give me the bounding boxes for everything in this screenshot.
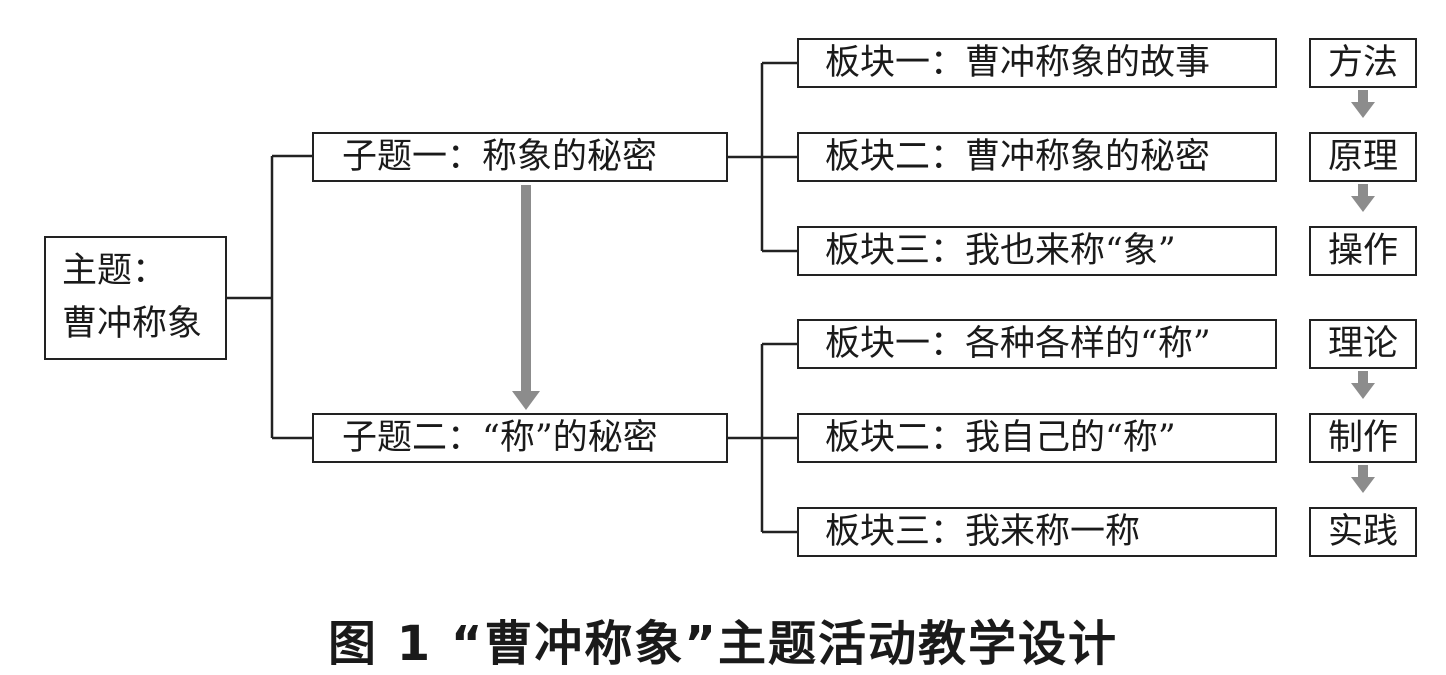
subtopic-2-module-1: 板块一：各种各样的“称” (797, 319, 1277, 369)
step-label: 实践 (1327, 511, 1398, 552)
subtopic-2-step-1: 理论 (1309, 319, 1417, 369)
subtopic-1-step-2: 原理 (1309, 132, 1417, 182)
subtopic-2-box: 子题二：“称”的秘密 (312, 413, 728, 463)
module-label: 板块一：各种各样的“称” (825, 323, 1211, 364)
subtopic-1-module-1: 板块一：曹冲称象的故事 (797, 38, 1277, 88)
subtopic-down-arrow (512, 185, 540, 410)
subtopic-1-step-3: 操作 (1309, 226, 1417, 276)
subtopic-2-module-3: 板块三：我来称一称 (797, 507, 1277, 557)
subtopic-1-module-2: 板块二：曹冲称象的秘密 (797, 132, 1277, 182)
subtopic-2-step-3: 实践 (1309, 507, 1417, 557)
step-arrow-4 (1351, 465, 1375, 493)
module-label: 板块一：曹冲称象的故事 (825, 42, 1211, 83)
step-label: 方法 (1327, 42, 1398, 83)
step-label: 原理 (1327, 136, 1398, 177)
module-label: 板块二：曹冲称象的秘密 (825, 136, 1211, 177)
subtopic-2-step-2: 制作 (1309, 413, 1417, 463)
figure-caption: 图 1 “曹冲称象”主题活动教学设计 (328, 616, 1118, 672)
main-topic-label: 主题： (62, 251, 168, 291)
subtopic-2-module-2: 板块二：我自己的“称” (797, 413, 1277, 463)
subtopic-1-label: 子题一：称象的秘密 (342, 136, 658, 177)
subtopic-1-box: 子题一：称象的秘密 (312, 132, 728, 182)
main-topic-box: 主题： 曹冲称象 (44, 236, 227, 360)
module-label: 板块二：我自己的“称” (825, 417, 1176, 458)
module-label: 板块三：我也来称“象” (825, 230, 1176, 271)
step-arrow-1 (1351, 90, 1375, 118)
step-label: 制作 (1327, 417, 1398, 458)
step-label: 理论 (1327, 323, 1398, 364)
subtopic-1-step-1: 方法 (1309, 38, 1417, 88)
step-label: 操作 (1327, 230, 1398, 271)
subtopic-1-module-3: 板块三：我也来称“象” (797, 226, 1277, 276)
step-arrow-3 (1351, 371, 1375, 399)
main-topic-value: 曹冲称象 (62, 304, 203, 344)
subtopic-2-label: 子题二：“称”的秘密 (342, 417, 658, 458)
module-label: 板块三：我来称一称 (825, 511, 1141, 552)
step-arrow-2 (1351, 184, 1375, 212)
